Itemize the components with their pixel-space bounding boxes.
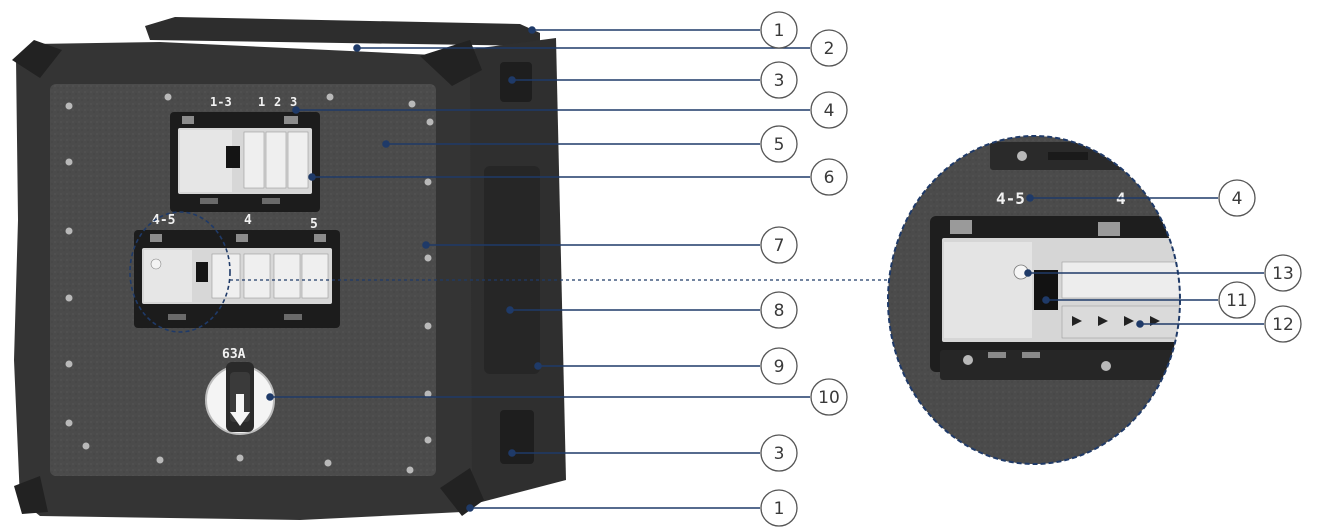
side-recess	[484, 166, 540, 374]
lower-test-button	[150, 258, 162, 270]
upper-breaker-window	[170, 112, 320, 212]
svg-text:4: 4	[824, 101, 835, 121]
callout-7: 7	[760, 226, 798, 264]
svg-text:3: 3	[774, 71, 785, 91]
label-mid-5: 5	[310, 217, 318, 232]
callout-9: 9	[760, 347, 798, 385]
svg-text:4: 4	[1232, 189, 1243, 209]
label-top-1: 1	[258, 95, 265, 109]
corner-bumper-bl	[14, 476, 48, 514]
upper-rcd-toggle	[226, 146, 240, 168]
label-top-2: 2	[274, 95, 281, 109]
svg-text:9: 9	[774, 357, 785, 377]
callout-4-zoom: 4	[1218, 179, 1256, 217]
label-top-group: 1-3	[210, 95, 232, 109]
callout-1-top: 1	[760, 11, 798, 49]
svg-text:10: 10	[818, 388, 840, 408]
side-handle-top	[500, 62, 532, 102]
panel-screws	[65, 93, 434, 474]
side-handle-bottom	[500, 410, 534, 464]
callout-13: 13	[1264, 254, 1302, 292]
label-top-3: 3	[290, 95, 297, 109]
callout-4: 4	[810, 91, 848, 129]
callout-10: 10	[810, 378, 848, 416]
zoom-label-group: 4-5	[996, 189, 1025, 208]
label-rating: 63A	[222, 347, 246, 362]
corner-bumper-br	[440, 468, 484, 516]
zoom-source-circle	[129, 211, 231, 333]
svg-text:13: 13	[1272, 264, 1294, 284]
callout-6: 6	[810, 158, 848, 196]
zoom-detail: 4-5 4	[887, 135, 1181, 465]
svg-text:2: 2	[824, 39, 835, 59]
corner-bumper-tl	[12, 40, 62, 78]
svg-text:6: 6	[824, 168, 835, 188]
callout-12: 12	[1264, 305, 1302, 343]
callout-11: 11	[1218, 281, 1256, 319]
label-mid-group: 4-5	[152, 213, 175, 228]
main-isolator-switch	[205, 362, 275, 435]
callout-8: 8	[760, 291, 798, 329]
svg-text:5: 5	[774, 135, 785, 155]
svg-text:1: 1	[774, 499, 785, 519]
svg-text:1: 1	[774, 21, 785, 41]
enclosure: 1-3 1 2 3 4-5 4 5	[12, 17, 566, 520]
callout-5: 5	[760, 125, 798, 163]
corner-bumper-tr	[420, 40, 482, 86]
svg-text:11: 11	[1226, 291, 1248, 311]
callout-3-top: 3	[760, 61, 798, 99]
callout-2: 2	[810, 29, 848, 67]
callout-1-bottom: 1	[760, 489, 798, 527]
leader-lines	[266, 26, 1264, 512]
lower-breaker-window	[134, 230, 340, 328]
callout-3-bottom: 3	[760, 434, 798, 472]
svg-text:3: 3	[774, 444, 785, 464]
lower-rcd-toggle	[196, 262, 208, 282]
svg-text:12: 12	[1272, 315, 1294, 335]
label-mid-4: 4	[244, 213, 252, 228]
zoom-rcd-toggle	[1034, 270, 1058, 310]
top-handle	[145, 17, 540, 46]
svg-text:8: 8	[774, 301, 785, 321]
svg-text:7: 7	[774, 236, 785, 256]
